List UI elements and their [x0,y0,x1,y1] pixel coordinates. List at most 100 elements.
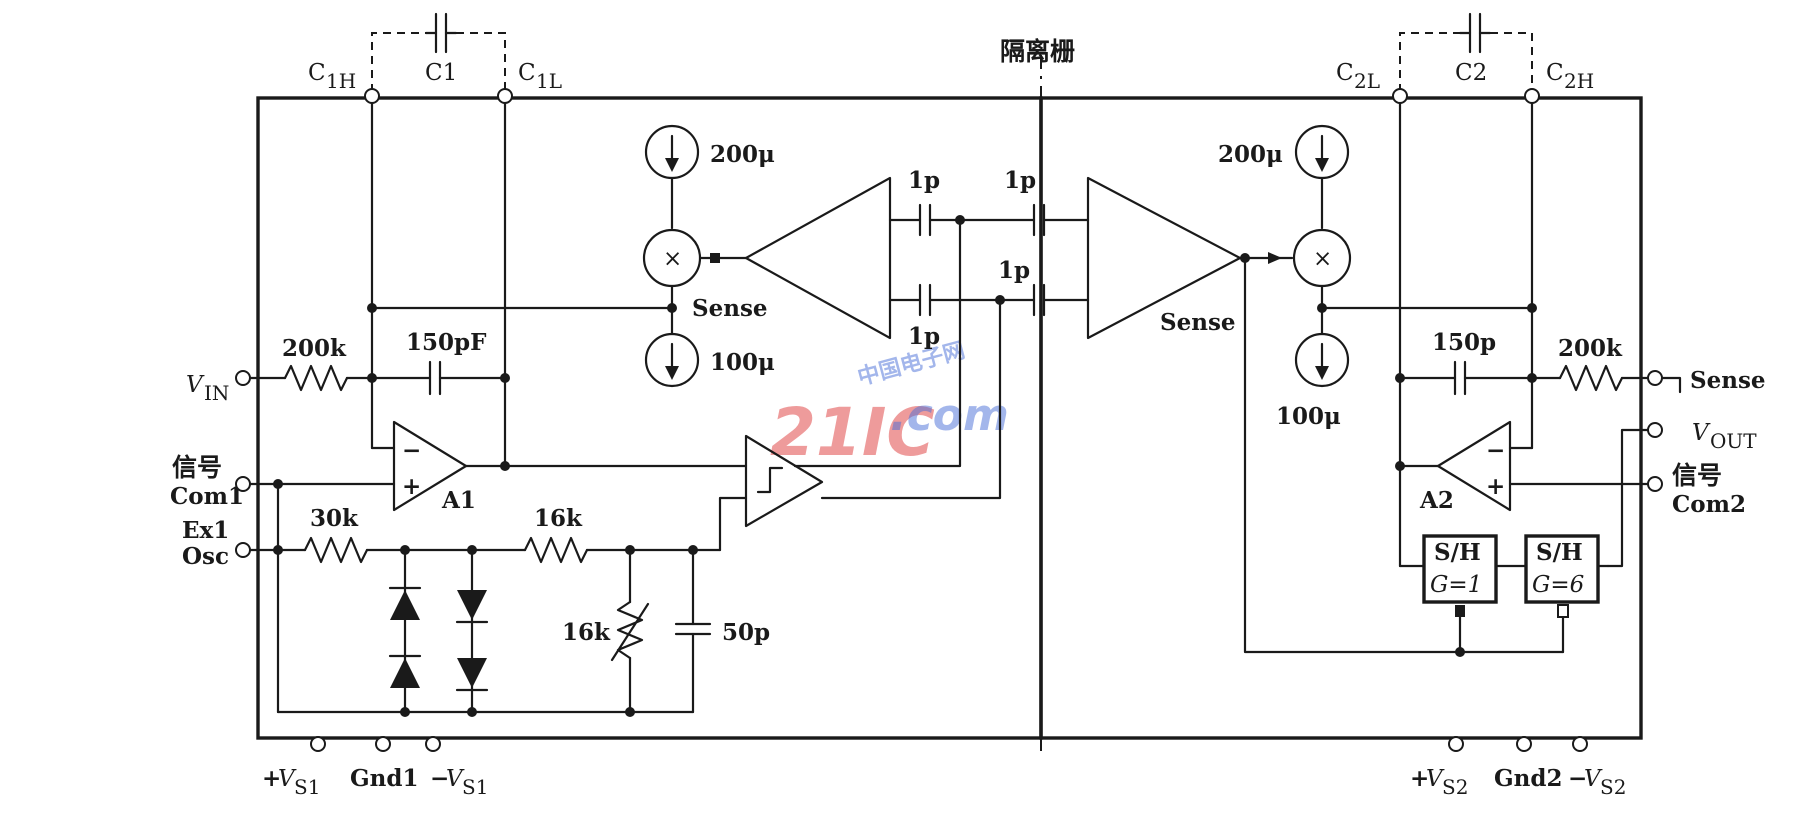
r-30k [303,536,369,564]
gnd1-pin[interactable] [375,736,391,752]
signal-com1-en: Com1 [170,483,244,510]
sample-hold-g6 [1524,534,1600,604]
schmitt-comparator [744,434,824,528]
r-in-200k [283,364,349,392]
gnd1-label: Gnd1 [350,765,418,792]
vs2-neg-pin[interactable] [1572,736,1588,752]
c2h-pin[interactable] [1524,88,1540,104]
barrier-cap-bottom [998,283,1090,317]
a2-label: A2 [1419,487,1454,514]
sample-hold-g6-top: S/H [1536,539,1583,566]
vs1-pos-pin[interactable] [310,736,326,752]
c1-label: C1 [425,60,457,86]
vin-pin[interactable] [235,370,251,386]
sense-out-pin[interactable] [1647,370,1663,386]
c2-label: C2 [1455,60,1487,86]
vs2-pos-prefix: + [1410,765,1429,792]
c2h-subscript: 2H [1564,69,1594,93]
c1-external-capacitor [371,12,506,92]
signal-com1-pin[interactable] [235,476,251,492]
signal-com1-cn: 信号 [172,453,222,482]
c1l-pin[interactable] [497,88,513,104]
r-out-label: 200k [1558,335,1623,362]
ext-osc-pin[interactable] [235,542,251,558]
vout-pin[interactable] [1647,422,1663,438]
cap-150p-label: 150p [1432,329,1496,356]
signal-com2-cn: 信号 [1672,461,1722,490]
r-in-label: 200k [282,335,347,362]
vs2-neg-prefix: − [1568,765,1587,792]
vin-label: V [186,372,205,398]
c2l-pin[interactable] [1392,88,1408,104]
r-out-200k [1558,364,1624,392]
left-sense-label: Sense [692,295,768,322]
cap-50p-label: 50p [722,619,770,646]
c2l-subscript: 2L [1354,69,1380,93]
vs2-neg-subscript: S2 [1600,775,1626,799]
vs1-pos-subscript: S1 [294,775,320,799]
r-30k-label: 30k [310,505,359,532]
vout-subscript: OUT [1710,429,1757,453]
watermark: 21IC .com 中国电子网 [770,338,1009,471]
signal-com2-pin[interactable] [1647,476,1663,492]
gnd2-pin[interactable] [1516,736,1532,752]
c1h-pin[interactable] [364,88,380,104]
a2-plus: + [1486,473,1505,500]
sample-hold-g6-bottom: G=6 [1532,572,1584,598]
r-16k-shunt-label: 16k [562,619,611,646]
vin-subscript: IN [204,381,229,405]
r-16k-series [523,536,589,564]
c2-external-capacitor [1399,12,1533,92]
r-16k-series-label: 16k [534,505,583,532]
isolation-barrier-label: 隔离栅 [1000,37,1075,66]
r-16k-shunt [610,548,650,714]
vs1-neg-label: V [446,766,465,792]
comparator-feedback-wire [793,218,962,468]
sample-hold-g1-bottom: G=1 [1430,572,1482,598]
opamp-a1 [392,420,468,512]
ext-osc-label-bottom: Osc [182,543,229,570]
cap-50p [674,548,712,714]
barrier-cap-top [958,203,1090,237]
schmitt-symbol [756,466,784,494]
vs1-neg-prefix: − [430,765,449,792]
sh-clock-wire [1243,256,1565,654]
left-current-source-100u-label: 100μ [710,349,775,376]
left-modulator-amplifier [744,176,892,340]
coupling-cap-label-1: 1p [908,167,940,194]
c1h-label: C [308,60,326,86]
a1-minus: − [402,437,421,464]
right-current-source-100u-label: 100μ [1276,403,1341,430]
coupling-cap-label-2: 1p [908,323,940,350]
left-coupling-cap-bottom [888,283,1002,317]
left-multiplier-symbol: × [663,246,682,272]
right-sense-label: Sense [1160,309,1236,336]
vs2-pos-label: V [1426,766,1445,792]
right-current-source-200u-label: 200μ [1218,141,1283,168]
sense-out-label: Sense [1690,367,1766,394]
c1l-subscript: 1L [536,69,562,93]
vs2-neg-label: V [1584,766,1603,792]
output-section-box [1039,96,1643,740]
vs1-pos-prefix: + [262,765,281,792]
vout-label: V [1692,420,1711,446]
c2h-label: C [1546,60,1564,86]
ext-osc-label-top: Ex1 [182,517,229,544]
vs1-neg-pin[interactable] [425,736,441,752]
signal-com2-en: Com2 [1672,491,1746,518]
c1l-label: C [518,60,536,86]
right-demodulator-amplifier [1086,176,1242,340]
a1-plus: + [402,473,421,500]
left-coupling-cap-top [888,203,962,237]
diode-stack-left [388,548,422,714]
gnd2-label: Gnd2 [1494,765,1562,792]
vs1-neg-subscript: S1 [462,775,488,799]
left-current-source-100u [644,332,700,388]
comparator-output-wire [820,298,1002,500]
vs2-pos-pin[interactable] [1448,736,1464,752]
vs2-pos-subscript: S2 [1442,775,1468,799]
left-current-source-200u-label: 200μ [710,141,775,168]
cap-150pF-label: 150pF [406,329,487,356]
sample-hold-g1 [1422,534,1498,604]
